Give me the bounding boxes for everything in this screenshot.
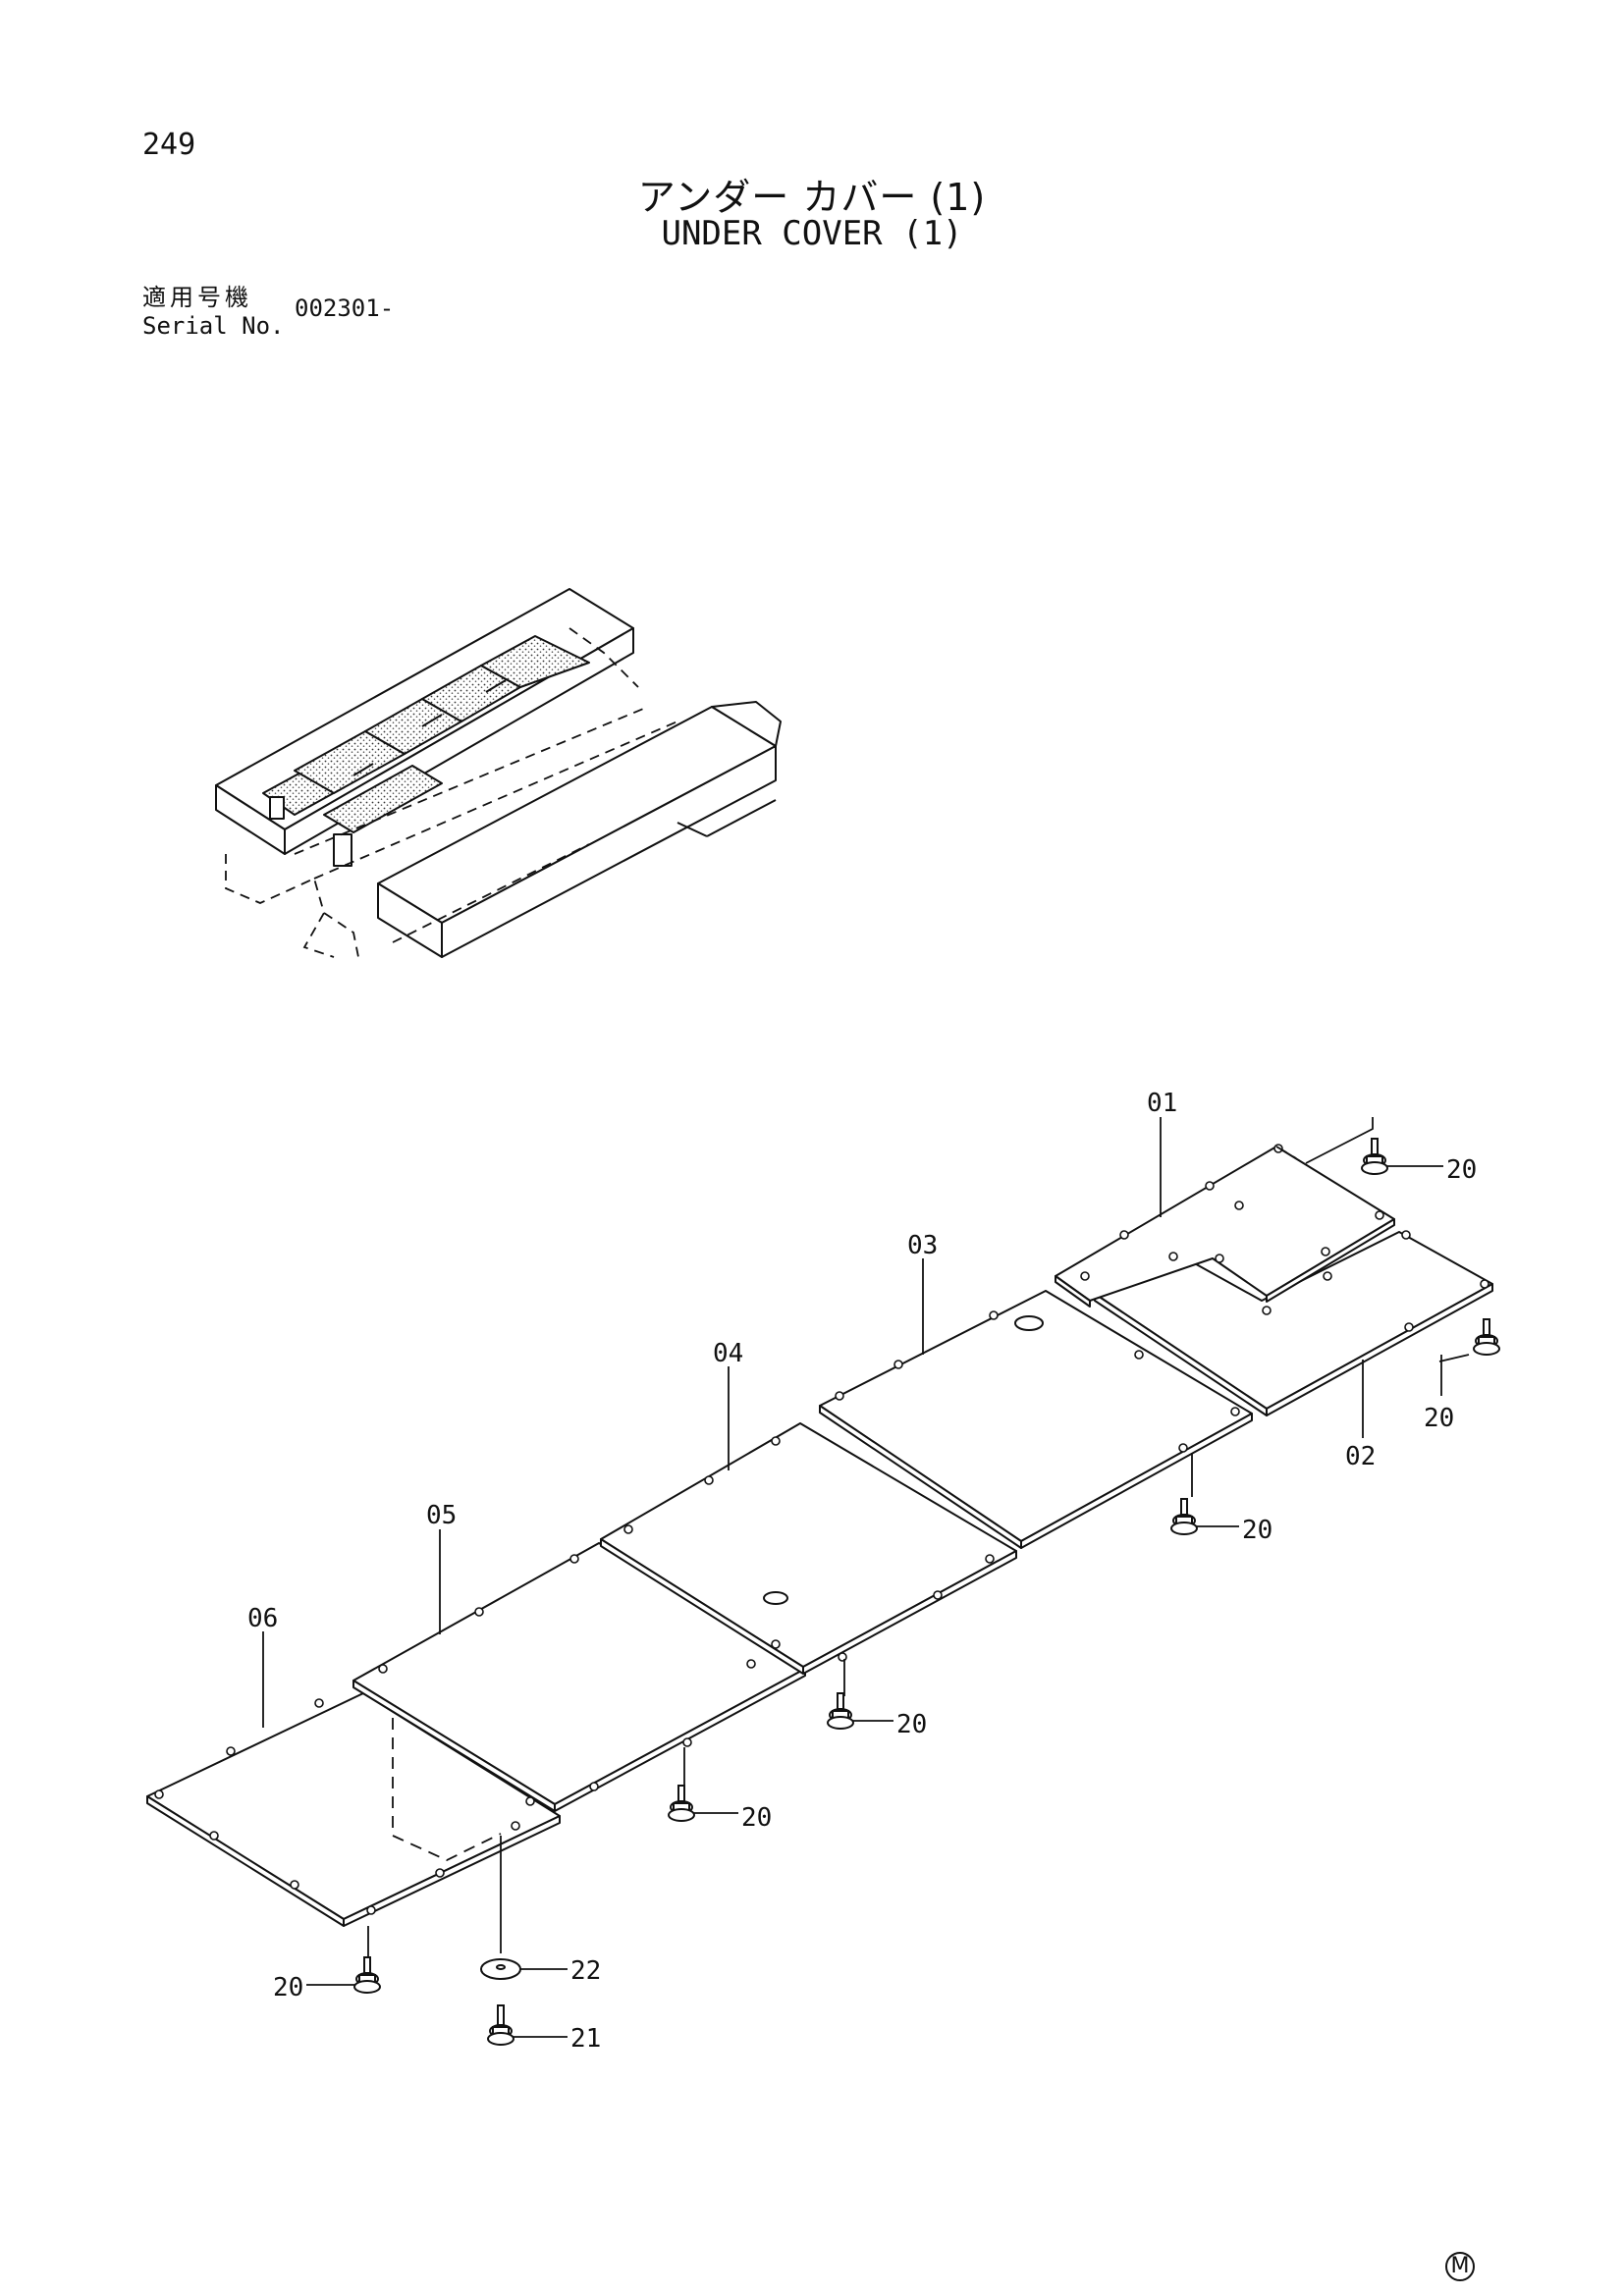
callout-part-01: 01	[1147, 1089, 1177, 1118]
callout-washer-22: 22	[570, 1956, 601, 1986]
bolt-icon	[1170, 1498, 1198, 1535]
bolt-icon	[353, 1956, 381, 1994]
serial-label-english: Serial No.	[142, 312, 285, 340]
exploded-view	[146, 1146, 1493, 1927]
page-title-japanese: アンダー カバー (1)	[637, 176, 987, 219]
maker-mark-icon: M	[1445, 2252, 1475, 2281]
machine-overview-hidden-lines	[225, 627, 678, 958]
cover-02	[1094, 1231, 1493, 1416]
leader-lines	[262, 1117, 1470, 2038]
bolt-icon	[1473, 1318, 1500, 1356]
access-hole-cover-04	[763, 1591, 788, 1605]
callout-part-05: 05	[426, 1501, 457, 1530]
serial-number-value: 002301-	[295, 294, 395, 322]
cover-06	[146, 1692, 561, 1927]
access-hole-cover-03	[1014, 1315, 1044, 1331]
cover-05	[352, 1542, 806, 1812]
callout-bolt-20: 20	[896, 1710, 927, 1739]
callout-bolt-20: 20	[741, 1803, 772, 1833]
page-title-english: UNDER COVER (1)	[661, 214, 963, 253]
panel-01-02-shade	[480, 635, 590, 688]
callout-bolt-20: 20	[273, 1973, 303, 2002]
machine-overview-illustration	[215, 588, 782, 958]
exploded-hidden-lines	[392, 1146, 1297, 1861]
page-number: 249	[142, 128, 196, 162]
callout-part-06: 06	[247, 1604, 278, 1633]
serial-label-japanese: 適用号機	[142, 284, 252, 311]
flange-bolts	[353, 1138, 1500, 2046]
cover-04	[600, 1422, 1017, 1675]
bolt-icon	[668, 1785, 695, 1822]
bolt-holes	[154, 1144, 1489, 1915]
cover-03	[819, 1290, 1253, 1549]
callout-bolt-20: 20	[1446, 1155, 1477, 1185]
part-callouts: 01 02 03 04 05 06 20 20 20 20 20 20 22 2…	[247, 1089, 1477, 2054]
callout-bolt-20: 20	[1424, 1404, 1454, 1433]
callout-bolt-20: 20	[1242, 1516, 1272, 1545]
bolt-icon	[1361, 1138, 1388, 1175]
bolt-icon	[827, 1692, 854, 1730]
callout-screw-21: 21	[570, 2024, 601, 2054]
callout-part-03: 03	[907, 1231, 938, 1260]
washer-icon	[480, 1958, 521, 1980]
bolt-icon	[487, 2004, 514, 2046]
callout-part-04: 04	[713, 1339, 743, 1368]
callout-part-02: 02	[1345, 1442, 1376, 1471]
